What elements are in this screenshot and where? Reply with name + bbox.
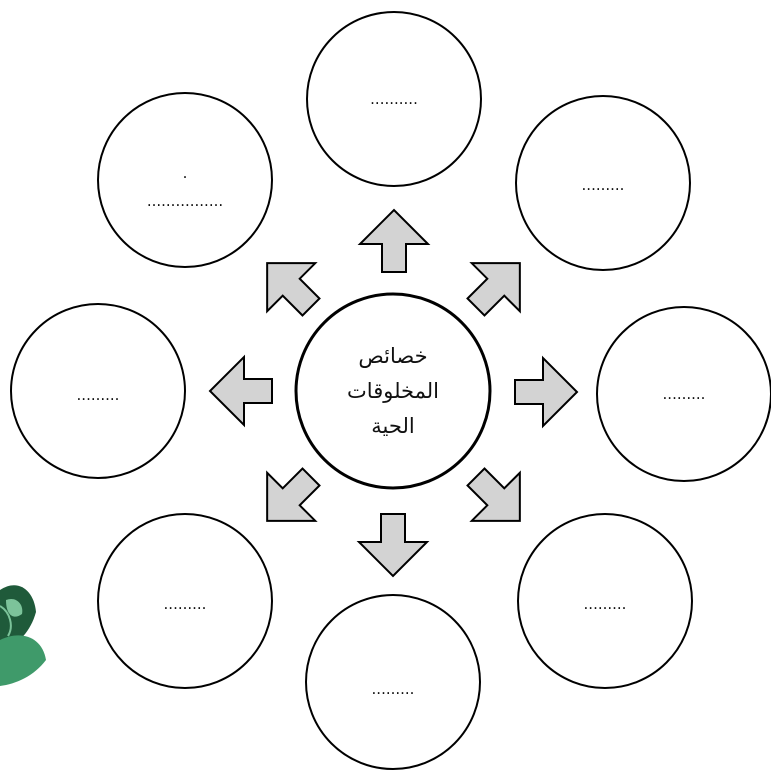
outer-circle-top-right[interactable]: ......... bbox=[516, 96, 690, 270]
arrow-left-icon bbox=[210, 357, 272, 425]
outer-circle-bottom-right[interactable]: ......... bbox=[518, 514, 692, 688]
arrow-right-icon bbox=[515, 358, 577, 426]
arrow-up-icon bbox=[360, 210, 428, 272]
outer-circle-bottom-text: ......... bbox=[372, 680, 415, 698]
outer-circle-top-left-text-2: ................ bbox=[147, 192, 223, 210]
center-title-line-1: خصائص bbox=[358, 344, 427, 368]
center-title-line-2: المخلوقات bbox=[347, 379, 439, 403]
outer-circle-bottom[interactable]: ......... bbox=[306, 595, 480, 769]
outer-circle-bottom-right-text: ......... bbox=[584, 595, 627, 613]
arrow-down-left-icon bbox=[243, 453, 335, 545]
outer-circle-left-text: ......... bbox=[77, 386, 120, 404]
outer-circle-right[interactable]: ......... bbox=[597, 307, 771, 481]
outer-circle-top-left-text-1: . bbox=[183, 164, 188, 182]
outer-circle-right-text: ......... bbox=[663, 385, 706, 403]
arrow-down-icon bbox=[359, 514, 427, 576]
center-title-line-3: الحية bbox=[371, 414, 414, 438]
outer-circle-top-left[interactable]: . ................ bbox=[98, 93, 272, 267]
leaf-decoration-icon bbox=[0, 585, 46, 686]
outer-circle-bottom-left-text: ......... bbox=[164, 595, 207, 613]
outer-circle-top[interactable]: .......... bbox=[307, 12, 481, 186]
arrow-up-right-icon bbox=[452, 239, 544, 331]
outer-circle-left[interactable]: ......... bbox=[11, 304, 185, 478]
outer-circle-top-right-text: ......... bbox=[582, 176, 625, 194]
outer-circle-bottom-left[interactable]: ......... bbox=[98, 514, 272, 688]
arrow-up-left-icon bbox=[243, 239, 335, 331]
outer-circle-top-text: .......... bbox=[370, 90, 418, 108]
arrow-down-right-icon bbox=[452, 453, 544, 545]
center-circle: خصائص المخلوقات الحية bbox=[296, 294, 490, 488]
